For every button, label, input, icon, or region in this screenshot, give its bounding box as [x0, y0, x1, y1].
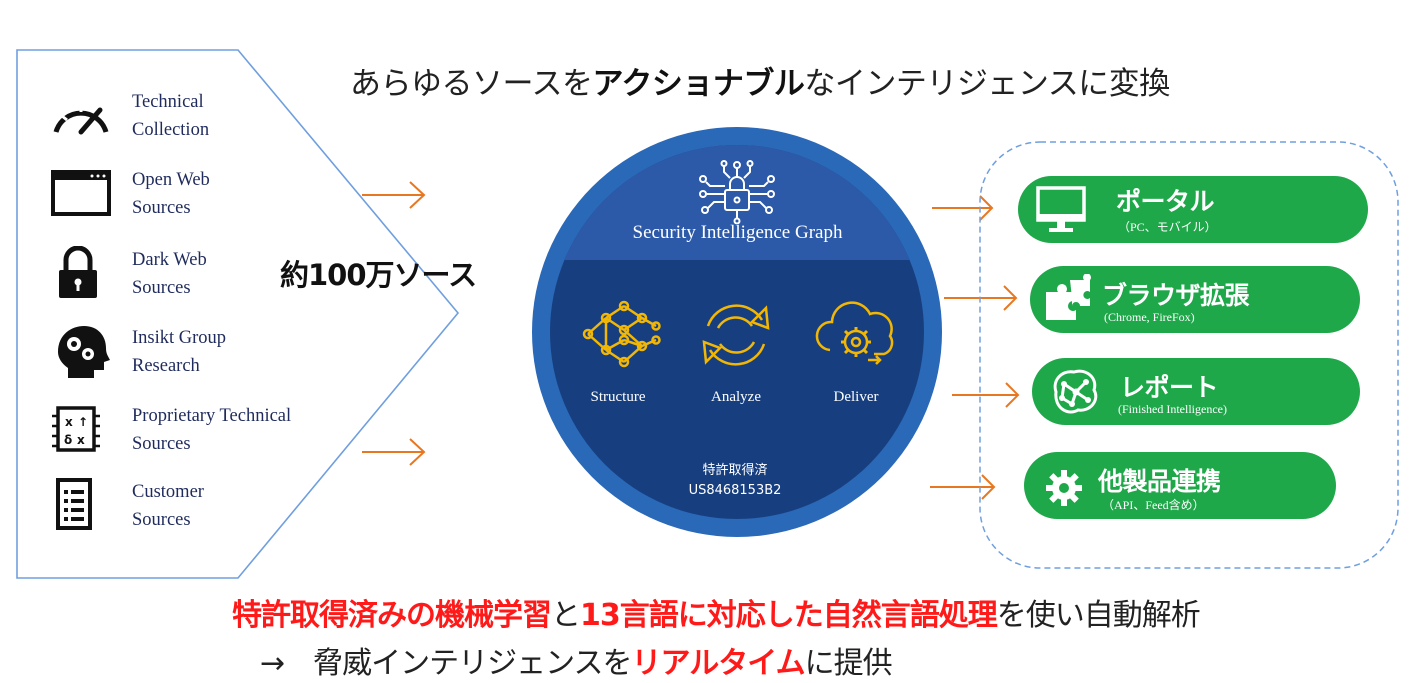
- svg-text:δ: δ: [64, 433, 72, 447]
- brain-network-icon: [1053, 369, 1098, 414]
- source-label: Proprietary Technical Sources: [132, 406, 292, 454]
- sources-chevron-outline: [16, 49, 460, 579]
- source-label: Technical Collection: [132, 92, 210, 140]
- browser-window-icon: [51, 170, 111, 216]
- output-subtitle: （PC、モバイル）: [1118, 220, 1217, 234]
- source-item-customer: Customer Sources: [50, 478, 350, 538]
- output-arrow-1: [932, 195, 994, 221]
- deliver-cloud-gear-icon: [815, 301, 894, 365]
- source-item-insikt-group: Insikt Group Research: [50, 324, 350, 384]
- puzzle-icon: [1046, 274, 1091, 320]
- headline-title: あらゆるソースをアクショナブルなインテリジェンスに変換: [350, 66, 1170, 102]
- patent-info: 特許取得済 US8468153B2: [620, 461, 850, 501]
- source-item-open-web: Open Web Sources: [50, 166, 350, 226]
- patent-status: 特許取得済: [702, 463, 768, 478]
- output-subtitle: （API、Feed含め）: [1102, 498, 1205, 512]
- gear-icon: [1046, 470, 1082, 506]
- patent-number: US8468153B2: [688, 483, 782, 498]
- output-report: レポート (Finished Intelligence): [1032, 358, 1360, 425]
- analyze-cycle-icon: [702, 304, 770, 366]
- monitor-icon: [1036, 186, 1086, 232]
- source-count-label: 約100万ソース: [280, 258, 477, 292]
- input-arrow-bottom: [362, 438, 426, 466]
- outputs-dashed-box: [979, 141, 1399, 569]
- step-label-deliver: Deliver: [833, 389, 879, 405]
- output-portal: ポータル （PC、モバイル）: [1018, 176, 1368, 243]
- source-item-proprietary-technical: x ↑ δ x Proprietary Technical Sources: [50, 402, 350, 462]
- document-list-icon: [56, 478, 92, 530]
- output-title: ポータル: [1116, 187, 1215, 216]
- source-label: Open Web Sources: [132, 170, 210, 218]
- output-arrow-4: [930, 474, 996, 500]
- input-arrow-top: [362, 181, 426, 209]
- output-browser-extension: ブラウザ拡張 (Chrome, FireFox): [1030, 266, 1360, 333]
- source-item-technical-collection: Technical Collection: [50, 88, 350, 148]
- source-label: Insikt Group Research: [132, 328, 227, 376]
- head-gears-icon: [58, 326, 110, 378]
- output-subtitle: (Chrome, FireFox): [1104, 310, 1195, 324]
- sig-title: Security Intelligence Graph: [632, 222, 843, 243]
- source-item-dark-web: Dark Web Sources: [50, 246, 350, 306]
- output-subtitle: (Finished Intelligence): [1118, 402, 1227, 416]
- footer-line-2: → 脅威インテリジェンスをリアルタイムに提供: [260, 646, 893, 681]
- output-title: 他製品連携: [1098, 467, 1221, 496]
- footer-line-1: 特許取得済みの機械学習と13言語に対応した自然言語処理を使い自動解析: [232, 598, 1201, 633]
- svg-text:x: x: [77, 433, 85, 447]
- svg-text:↑: ↑: [78, 415, 88, 429]
- output-integration: 他製品連携 （API、Feed含め）: [1024, 452, 1336, 519]
- network-lock-icon: [699, 160, 775, 224]
- structure-network-icon: [582, 300, 661, 368]
- padlock-icon: [59, 246, 97, 298]
- output-title: レポート: [1120, 373, 1219, 402]
- speedometer-icon: [53, 106, 109, 135]
- step-label-analyze: Analyze: [711, 389, 761, 405]
- step-label-structure: Structure: [590, 389, 646, 405]
- output-title: ブラウザ拡張: [1102, 281, 1250, 310]
- output-arrow-3: [952, 382, 1020, 408]
- source-label: Dark Web Sources: [132, 250, 207, 298]
- circuit-chip-icon: x ↑ δ x: [52, 406, 100, 452]
- svg-text:x: x: [65, 415, 73, 429]
- source-label: Customer Sources: [132, 482, 204, 530]
